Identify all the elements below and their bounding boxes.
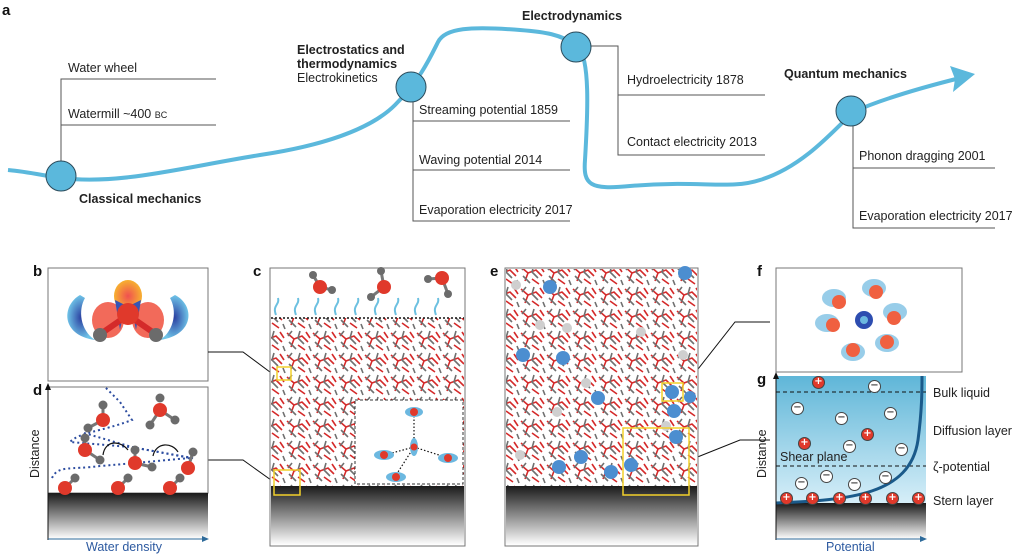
- cation: +: [780, 492, 793, 505]
- panel-label-e: e: [490, 263, 499, 280]
- anion: −: [848, 478, 861, 491]
- panel-label-c: c: [253, 263, 262, 280]
- shear-plane-label: Shear plane: [780, 450, 848, 464]
- cation: +: [806, 492, 819, 505]
- panel-c: [269, 267, 466, 547]
- cation: +: [861, 428, 874, 441]
- c-zoom-box-2: [273, 469, 301, 496]
- timeline-svg: [7, 26, 995, 229]
- leader-quantum: [852, 110, 995, 229]
- layer-bulk-liquid: Bulk liquid: [933, 386, 990, 400]
- timeline-curve: [7, 26, 961, 190]
- panel-label-d: d: [33, 382, 43, 399]
- connector-b-c: [208, 351, 279, 379]
- era-subtitle-electrokinetics: Electrokinetics: [297, 71, 378, 85]
- anion: −: [820, 470, 833, 483]
- leader-classical: [60, 78, 216, 170]
- panel-b: [47, 267, 209, 382]
- cation: +: [912, 492, 925, 505]
- panel-label-b: b: [33, 263, 43, 280]
- e-zoom-box-2: [622, 427, 690, 496]
- leader-electrodynamics: [575, 45, 765, 156]
- cation: +: [833, 492, 846, 505]
- panel-label-a: a: [2, 2, 11, 19]
- anion: −: [895, 443, 908, 456]
- c-zoom-box-1: [276, 366, 292, 381]
- item-watermill: Watermill ~400 BC: [68, 107, 168, 121]
- cation: +: [812, 376, 825, 389]
- panel-label-g: g: [757, 371, 767, 388]
- node-electrostatics: [395, 71, 427, 103]
- item-phonon: Phonon dragging 2001: [859, 149, 986, 163]
- g-ylabel: Distance: [755, 429, 769, 478]
- anion: −: [835, 412, 848, 425]
- node-electrodynamics: [560, 31, 592, 63]
- timeline-arrowhead: [950, 66, 975, 92]
- item-streaming: Streaming potential 1859: [419, 103, 558, 117]
- item-water-wheel: Water wheel: [68, 61, 138, 75]
- e-zoom-box-1: [661, 382, 684, 402]
- panel-label-f: f: [757, 263, 762, 280]
- anion: −: [868, 380, 881, 393]
- item-evaporation-2: Evaporation electricity 2017: [859, 209, 1013, 223]
- layer-zeta-potential: ζ-potential: [933, 460, 990, 474]
- g-xlabel: Potential: [826, 540, 875, 554]
- node-quantum: [835, 95, 867, 127]
- connector-d-c: [208, 459, 279, 486]
- d-xlabel: Water density: [86, 540, 162, 554]
- item-contact: Contact electricity 2013: [627, 135, 757, 149]
- cation: +: [859, 492, 872, 505]
- era-title-electrodynamics: Electrodynamics: [522, 9, 623, 23]
- cation: +: [798, 437, 811, 450]
- layer-diffusion: Diffusion layer: [933, 424, 1012, 438]
- d-ylabel: Distance: [28, 429, 42, 478]
- panel-f: [775, 267, 963, 373]
- era-title-quantum: Quantum mechanics: [784, 67, 907, 81]
- era-title-classical: Classical mechanics: [79, 192, 202, 206]
- cation: +: [886, 492, 899, 505]
- node-classical: [45, 160, 77, 192]
- anion: −: [791, 402, 804, 415]
- item-hydroelectricity: Hydroelectricity 1878: [627, 73, 744, 87]
- anion: −: [879, 471, 892, 484]
- layer-stern: Stern layer: [933, 494, 994, 508]
- connector-e-g: [689, 439, 770, 461]
- leader-electrostatics: [412, 100, 570, 222]
- anion: −: [884, 407, 897, 420]
- item-evaporation-1: Evaporation electricity 2017: [419, 203, 573, 217]
- anion: −: [795, 477, 808, 490]
- panel-d: [45, 383, 209, 542]
- panel-e: [504, 266, 699, 547]
- anion: −: [843, 440, 856, 453]
- potential-curve: [775, 375, 924, 505]
- item-waving: Waving potential 2014: [419, 153, 543, 167]
